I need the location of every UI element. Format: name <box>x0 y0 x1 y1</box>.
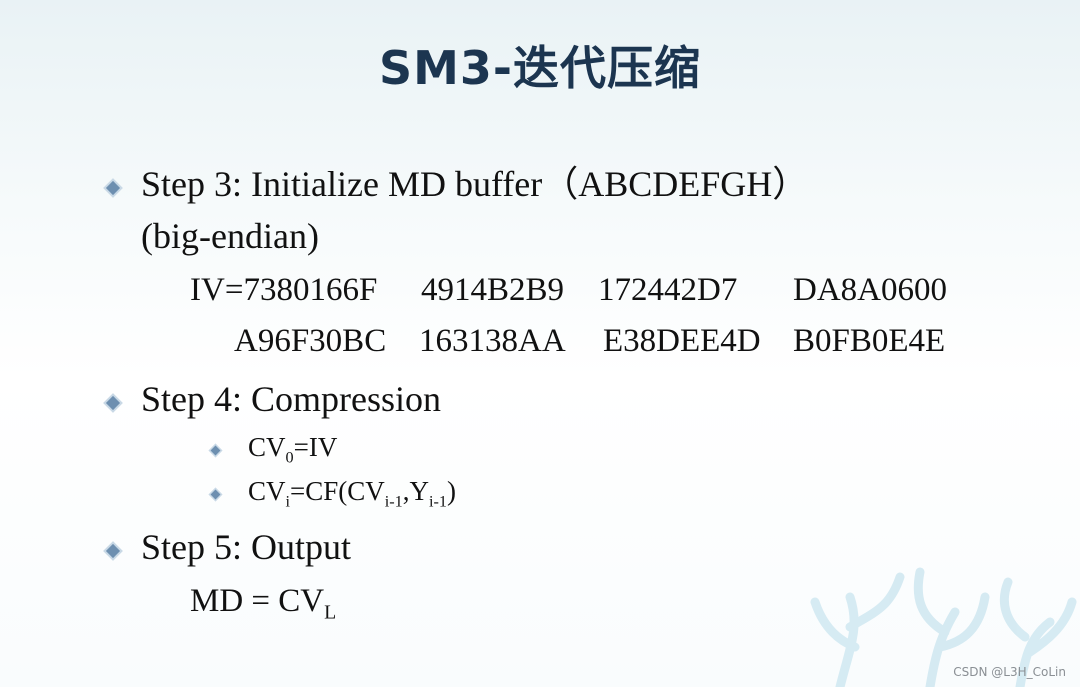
iv-word: DA8A0600 <box>793 272 947 308</box>
step5-label: Step 5: Output <box>141 527 352 567</box>
coral-decoration-icon <box>810 567 1077 687</box>
iv-word: 7380166F <box>243 272 378 308</box>
cv0-formula: CV0=IV <box>248 432 338 467</box>
iv-word: A96F30BC <box>234 323 387 359</box>
md-formula: MD = CVL <box>190 583 337 624</box>
cvi-formula: CVi=CF(CVi-1,Yi-1) <box>248 476 456 511</box>
step3-line1: Step 3: Initialize MD buffer（ABCDEFGH） <box>141 164 809 204</box>
iv-word: E38DEE4D <box>603 323 761 359</box>
step3-line2: (big-endian) <box>141 216 319 256</box>
step4-label: Step 4: Compression <box>141 379 442 419</box>
watermark: CSDN @L3H_CoLin <box>953 665 1066 679</box>
iv-prefix: IV= <box>190 272 244 308</box>
iv-word: 172442D7 <box>598 272 738 308</box>
iv-word: 163138AA <box>419 323 566 359</box>
sub-bullet-diamond-icon <box>210 445 221 456</box>
iv-word: 4914B2B9 <box>421 272 565 308</box>
slide-title: SM3-迭代压缩 <box>378 41 701 95</box>
bullet-diamond-icon <box>105 543 121 559</box>
iv-row-1: IV=7380166F <box>190 272 377 309</box>
bullet-diamond-icon <box>105 395 121 411</box>
bullet-diamond-icon <box>105 180 121 196</box>
sub-bullet-diamond-icon <box>210 489 221 500</box>
iv-word: B0FB0E4E <box>793 323 946 359</box>
